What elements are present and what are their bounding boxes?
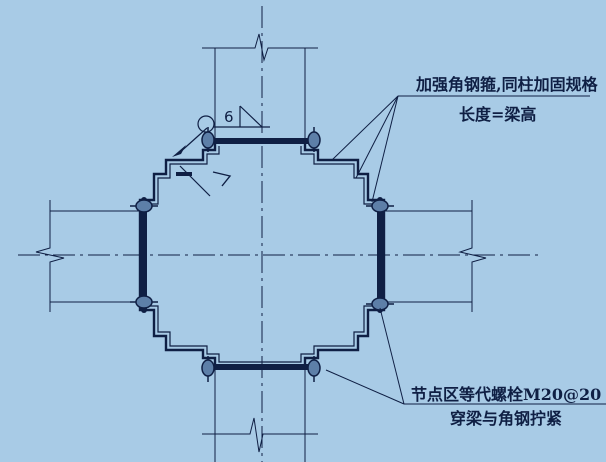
weld-size-label: 6 <box>224 108 234 126</box>
bolt-bottom-left <box>201 356 215 382</box>
column-top-break-line <box>202 33 318 62</box>
bolt-note-line2: 穿梁与角钢拧紧 <box>450 409 563 428</box>
column-outline <box>202 33 318 462</box>
weld-circle <box>197 115 215 133</box>
weld-tail-line <box>179 165 211 197</box>
right-beam-break-line <box>458 200 487 312</box>
angle-hoop-note-line2: 长度=梁高 <box>459 105 537 124</box>
bolt-top-right <box>307 127 321 152</box>
angle-hoop-note-line1: 加强角钢箍,同柱加固规格 <box>416 75 598 94</box>
angle-plates <box>141 138 383 370</box>
bolt-note-line1: 节点区等代螺栓M20@20 <box>411 385 602 404</box>
hoop-inner-line <box>143 146 381 363</box>
column-bottom-break-line <box>202 417 318 453</box>
center-lines <box>18 6 540 462</box>
bolt-bottom-right <box>307 356 321 382</box>
bolt-right-top <box>366 199 394 213</box>
left-beam-break-line <box>35 200 65 312</box>
bolt-left-top <box>130 199 158 213</box>
bolt-left-bottom <box>130 295 158 309</box>
leader-lines <box>325 95 606 405</box>
weld-symbol: 6 <box>172 105 270 197</box>
bolts <box>130 127 394 382</box>
beam-outline <box>35 200 487 312</box>
